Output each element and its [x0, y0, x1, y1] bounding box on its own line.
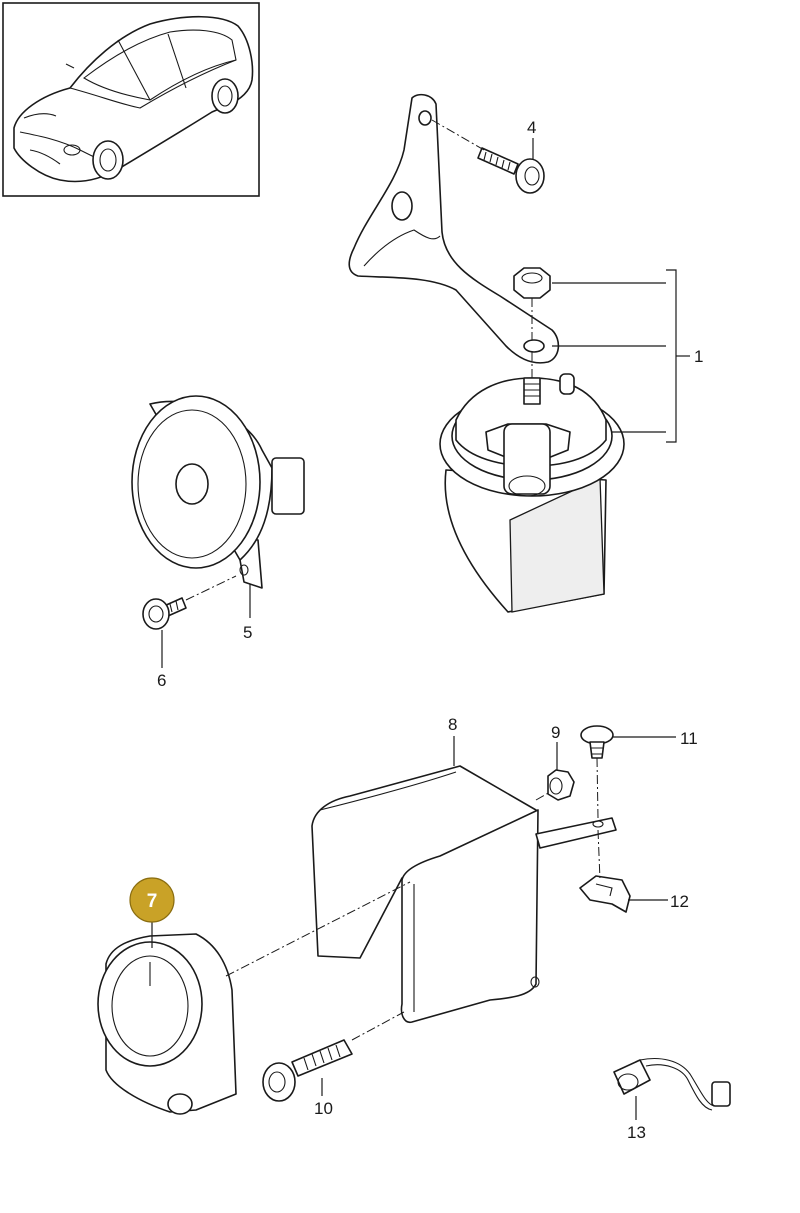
callout-9[interactable]: 9	[551, 723, 560, 742]
horn-unit-7[interactable]	[97, 933, 237, 1115]
nut-9[interactable]	[547, 769, 575, 801]
car-thumbnail-icon	[13, 15, 254, 183]
horn-high-tone[interactable]	[439, 373, 625, 613]
callout-7[interactable]: 7	[147, 891, 158, 912]
callout-7-highlight[interactable]: 7	[129, 877, 175, 923]
screw-4[interactable]	[477, 147, 545, 194]
clip-12[interactable]	[579, 875, 631, 913]
connector-13[interactable]	[613, 1057, 731, 1111]
callout-8[interactable]: 8	[448, 715, 457, 734]
callout-10[interactable]: 10	[314, 1099, 333, 1118]
bolt-10[interactable]	[262, 1039, 353, 1102]
callout-1[interactable]: 1	[694, 347, 703, 366]
screw-11[interactable]	[580, 725, 614, 759]
callout-11[interactable]: 11	[680, 729, 698, 748]
bolt-6[interactable]	[142, 597, 187, 630]
callout-12[interactable]: 12	[670, 892, 689, 911]
vehicle-thumbnail[interactable]	[2, 2, 260, 197]
callout-5[interactable]: 5	[243, 623, 252, 642]
callout-13[interactable]: 13	[627, 1123, 646, 1142]
nut-upper[interactable]	[513, 267, 551, 299]
horn-low-tone[interactable]	[131, 395, 305, 589]
horn-cover-8[interactable]	[311, 765, 617, 1024]
horn-bracket[interactable]	[348, 93, 560, 364]
callout-4[interactable]: 4	[527, 118, 536, 137]
callout-6[interactable]: 6	[157, 671, 166, 690]
